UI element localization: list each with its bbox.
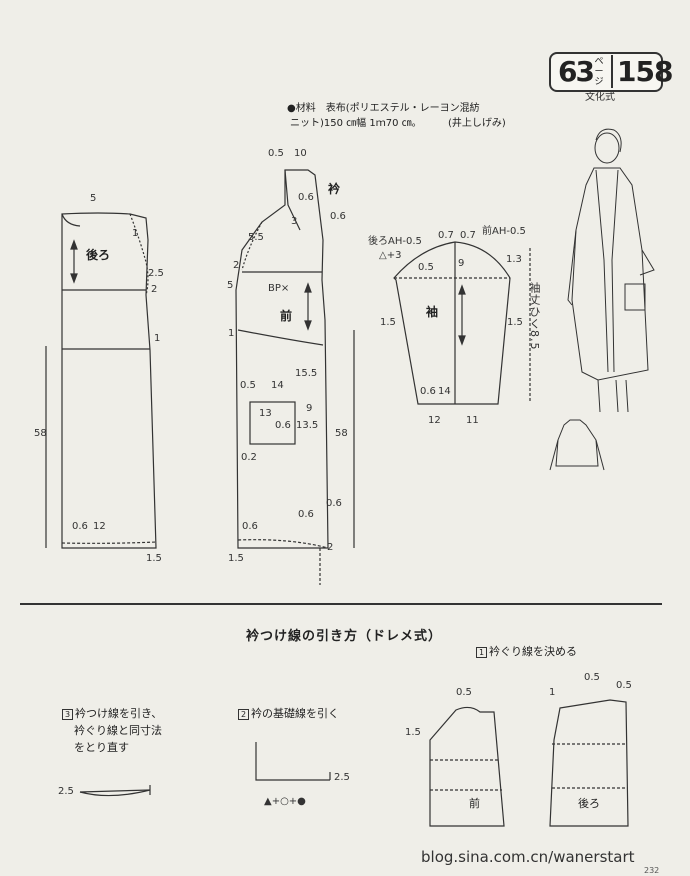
- step-3-line-3: をとり直す: [74, 741, 129, 754]
- sleeve-measure-9: 9: [458, 258, 465, 269]
- front-measure-1: 1: [228, 328, 235, 339]
- bust-point-label: BP×: [268, 283, 290, 294]
- pocket-measure-0-5: 0.5: [240, 380, 256, 391]
- sleeve-length-label: 袖丈ひく8.5: [528, 282, 541, 351]
- collar-diagrams: [79, 699, 629, 827]
- back-measure-0-6: 0.6: [72, 521, 88, 532]
- watermark: blog.sina.com.cn/wanerstart: [421, 848, 635, 866]
- back-measure-1: 1: [132, 228, 139, 239]
- sleeve-measure-0-7b: 0.7: [460, 230, 476, 241]
- sleeve-measure-0-7a: 0.7: [438, 230, 454, 241]
- pocket-measure-13: 13: [259, 408, 272, 419]
- sleeve-measure-1-3: 1.3: [506, 254, 522, 265]
- front-measure-3: 3: [291, 216, 298, 227]
- back-armhole-label: 後ろAH-0.5: [368, 236, 422, 247]
- front-measure-15-5: 15.5: [295, 368, 318, 379]
- front-measure-0-6c: 0.6: [326, 498, 342, 509]
- badge-pattern-number: 158: [611, 55, 673, 88]
- pocket-measure-14: 14: [271, 380, 284, 391]
- pocket-measure-13-5: 13.5: [296, 420, 319, 431]
- page-number: 232: [644, 866, 660, 875]
- sleeve-measure-triangle-3: △+3: [379, 250, 402, 261]
- step-3-number: 3: [62, 708, 73, 720]
- back-panel-title: 後ろ: [86, 248, 111, 262]
- pocket-measure-0-6: 0.6: [275, 420, 291, 431]
- step-1-back-0-5b: 0.5: [616, 680, 632, 691]
- step-1-back-0-5a: 0.5: [584, 672, 600, 683]
- front-measure-0-6b: 0.6: [330, 211, 346, 222]
- badge-page-number: 63: [558, 55, 595, 88]
- step-2-formula: ▲+○+●: [264, 796, 306, 807]
- model-illustration: [549, 128, 655, 471]
- front-measure-1-5: 1.5: [228, 553, 244, 564]
- back-length-58: 58: [34, 428, 47, 439]
- step-2-number: 2: [238, 708, 249, 720]
- step-3-line-1: 衿つけ線を引き、: [75, 707, 163, 720]
- back-measure-2: 2: [151, 284, 158, 295]
- sleeve-measure-1-5a: 1.5: [380, 317, 396, 328]
- step-1-back-label: 後ろ: [578, 797, 600, 810]
- back-panel-outline: [61, 212, 157, 549]
- sleeve-outline: [393, 241, 531, 405]
- front-armhole-label: 前AH-0.5: [482, 226, 526, 237]
- materials-line-1: ●材料 表布(ポリエステル・レーヨン混紡: [287, 103, 480, 114]
- sleeve-cuff-11: 11: [466, 415, 479, 426]
- front-measure-2: 2: [233, 260, 240, 271]
- page-badge: 63 ページ 158: [549, 52, 673, 92]
- front-panel-title: 前: [280, 309, 293, 323]
- step-1-back-1: 1: [549, 687, 556, 698]
- sleeve-measure-0-6: 0.6: [420, 386, 436, 397]
- step-1-front-1-5: 1.5: [405, 727, 421, 738]
- front-panel-outline: [235, 169, 329, 585]
- back-measure-1-5: 1.5: [146, 553, 162, 564]
- step-2-measure-2-5: 2.5: [334, 772, 350, 783]
- front-measure-2b: 2: [327, 542, 334, 553]
- pocket-measure-0-2: 0.2: [241, 452, 257, 463]
- badge-unit: ページ: [594, 57, 604, 87]
- step-1-front-0-5: 0.5: [456, 687, 472, 698]
- step-1-front-label: 前: [469, 797, 480, 810]
- step-1-number: 1: [476, 646, 487, 658]
- sleeve-measure-1-5b: 1.5: [507, 317, 523, 328]
- step-3-measure-2-5: 2.5: [58, 786, 74, 797]
- step-1-text: 衿ぐり線を決める: [489, 645, 577, 658]
- sleeve-measure-14: 14: [438, 386, 451, 397]
- back-measure-2-5: 2.5: [148, 268, 164, 279]
- front-measure-0-6d: 0.6: [298, 509, 314, 520]
- badge-subtitle: 文化式: [585, 92, 615, 103]
- front-length-58: 58: [335, 428, 348, 439]
- materials-credit: (井上しげみ): [448, 118, 506, 129]
- front-measure-5-5: 5.5: [248, 232, 264, 243]
- materials-line-2: ニット)150 ㎝幅 1ｍ70 ㎝。: [290, 118, 422, 129]
- front-measure-0-5: 0.5: [268, 148, 284, 159]
- back-measure-12: 12: [93, 521, 106, 532]
- front-measure-0-6e: 0.6: [242, 521, 258, 532]
- sleeve-measure-0-5: 0.5: [418, 262, 434, 273]
- sleeve-cuff-12: 12: [428, 415, 441, 426]
- pocket-measure-9: 9: [306, 403, 313, 414]
- back-measure-5: 5: [90, 193, 97, 204]
- collar-label: 衿: [328, 182, 341, 196]
- section-title: 衿つけ線の引き方（ドレメ式）: [246, 629, 443, 644]
- step-3-line-2: 衿ぐり線と同寸法: [74, 724, 162, 737]
- front-measure-10: 10: [294, 148, 307, 159]
- step-2-text: 衿の基礎線を引く: [251, 707, 339, 720]
- front-measure-5: 5: [227, 280, 234, 291]
- section-divider: [20, 603, 662, 605]
- front-measure-0-6a: 0.6: [298, 192, 314, 203]
- sleeve-title: 袖: [426, 305, 439, 319]
- back-measure-1b: 1: [154, 333, 161, 344]
